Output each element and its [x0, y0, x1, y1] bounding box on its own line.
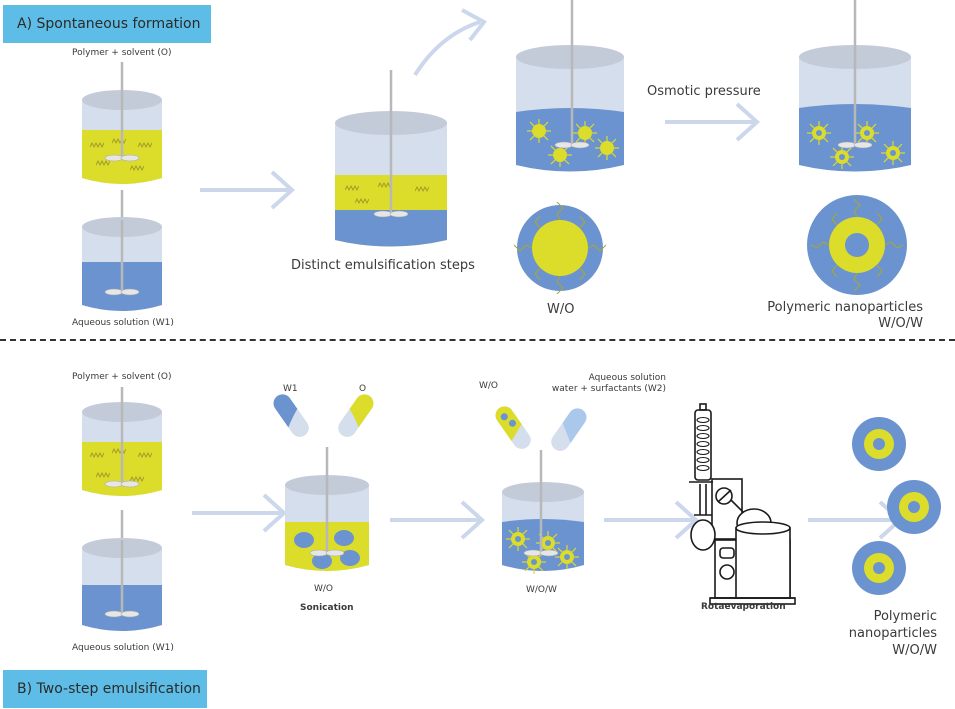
- beaker-sonication: [285, 447, 369, 571]
- arrow-b1: [190, 493, 286, 533]
- arrow-b4: [806, 500, 902, 540]
- label-wo-b: W/O: [314, 584, 334, 594]
- label-polymer-solvent-b: Polymer + solvent (O): [72, 372, 172, 382]
- label-np-line1: Polymeric: [873, 609, 937, 624]
- arrow-osmotic: [663, 102, 759, 142]
- label-nanoparticles-a: Polymeric nanoparticles: [767, 300, 923, 315]
- label-osmotic-pressure: Osmotic pressure: [647, 84, 761, 99]
- section-b-banner: B) Two-step emulsification: [3, 670, 207, 708]
- arrow-a1: [198, 170, 294, 210]
- section-a-title: A) Spontaneous formation: [17, 16, 201, 32]
- label-np-line3: W/O/W: [892, 643, 937, 658]
- section-b-title: B) Two-step emulsification: [17, 681, 201, 697]
- label-aqueous-w1-a: Aqueous solution (W1): [72, 318, 174, 328]
- section-a-banner: A) Spontaneous formation: [3, 5, 211, 43]
- label-wow-a: W/O/W: [878, 316, 923, 331]
- tube-o: [338, 394, 374, 437]
- arrow-b3: [602, 500, 698, 540]
- label-aqueous-w2-line1: Aqueous solution: [588, 373, 666, 383]
- rotary-evaporator-icon: [689, 403, 796, 605]
- beaker-wow-b: [502, 450, 584, 574]
- beaker-oil-a: [82, 62, 162, 184]
- label-aqueous-w1-b: Aqueous solution (W1): [72, 643, 174, 653]
- wow-particle-b3: [852, 541, 906, 595]
- label-wow-b: W/O/W: [526, 585, 557, 595]
- arrow-a2: [413, 20, 481, 77]
- beaker-water-a: [82, 217, 162, 311]
- label-rotaevaporation: Rotaevaporation: [701, 602, 786, 612]
- label-distinct-steps: Distinct emulsification steps: [291, 258, 475, 273]
- wow-particle-b1: [852, 417, 906, 471]
- wow-particle-b2: [887, 480, 941, 534]
- label-tube-wo: W/O: [479, 381, 499, 391]
- arrow-b2: [388, 500, 484, 540]
- section-divider: [0, 339, 955, 341]
- label-wo-a: W/O: [547, 302, 575, 317]
- label-polymer-solvent-a: Polymer + solvent (O): [72, 48, 172, 58]
- tube-w1: [273, 394, 309, 437]
- tube-wo: [495, 406, 531, 449]
- label-aqueous-w2-line2: water + surfactants (W2): [551, 384, 666, 394]
- wo-particle-a: [513, 201, 607, 295]
- label-tube-o: O: [359, 384, 367, 394]
- beaker-distinct-steps: [335, 70, 447, 247]
- beaker-oil-b: [82, 387, 162, 496]
- wow-particle-a: [807, 195, 907, 295]
- label-tube-w1: W1: [283, 384, 298, 394]
- beaker-water-b: [82, 538, 162, 631]
- beaker-wow-a: [799, 0, 911, 172]
- label-np-line2: nanoparticles: [848, 626, 937, 641]
- label-sonication: Sonication: [300, 603, 354, 613]
- tube-w2: [551, 408, 587, 451]
- beaker-wo-a: [516, 0, 624, 172]
